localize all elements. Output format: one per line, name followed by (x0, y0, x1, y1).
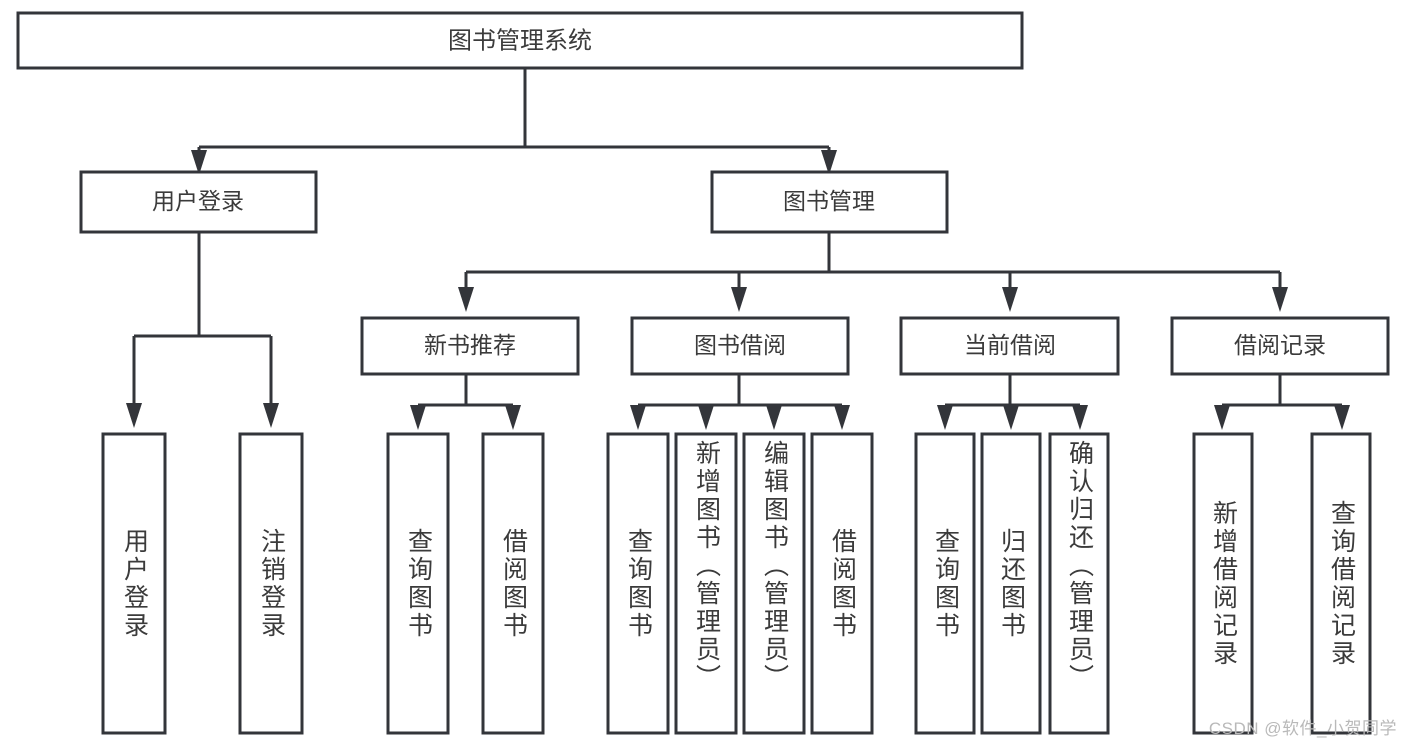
node-current-borrow[interactable]: 当前借阅 (899, 316, 1120, 376)
leaf-return-book-box[interactable] (980, 432, 1042, 735)
arrowhead-leaf-add-book (698, 405, 714, 430)
arrowhead-new-book-recommend (458, 287, 474, 312)
arrowhead-leaf-borrow-book-1 (505, 405, 521, 430)
arrowhead-leaf-edit-book (766, 405, 782, 430)
node-new-book-recommend[interactable]: 新书推荐 (360, 316, 580, 376)
node-book-borrow[interactable]: 图书借阅 (630, 316, 850, 376)
connector-group-borrow-record (1214, 374, 1350, 430)
connector-bookborrow-to-leaves (638, 374, 842, 407)
node-borrow-record-box[interactable] (1170, 316, 1390, 376)
arrowhead-leaf-query-book-1 (410, 405, 426, 430)
leaf-query-book-2-box[interactable] (606, 432, 670, 735)
connector-currentborrow-to-leaves (945, 374, 1080, 407)
connector-group-root (191, 68, 837, 175)
node-root-label: 图书管理系统 (448, 27, 592, 54)
connector-root-to-level2 (197, 68, 831, 162)
connector-group-book-management (458, 232, 1288, 312)
arrowhead-book-management (821, 150, 837, 175)
arrowhead-leaf-query-book-2 (630, 405, 646, 430)
leaf-boxes (101, 432, 1372, 735)
arrowhead-leaf-borrow-book-2 (834, 405, 850, 430)
connector-group-user-login (126, 232, 279, 428)
connector-group-current-borrow (937, 374, 1088, 430)
connector-bookmgmt-to-level3 (464, 232, 1282, 287)
watermark-text: CSDN @软件_小贺同学 (1208, 719, 1397, 738)
node-book-borrow-box[interactable] (630, 316, 850, 376)
node-borrow-record[interactable]: 借阅记录 (1170, 316, 1390, 376)
leaf-confirm-return-box[interactable] (1048, 432, 1110, 735)
node-root-box[interactable] (16, 11, 1024, 70)
arrowhead-leaf-query-book-3 (937, 405, 953, 430)
node-book-management-box[interactable] (710, 170, 949, 234)
node-book-management[interactable]: 图书管理 (710, 170, 949, 234)
leaf-edit-book-box[interactable] (742, 432, 806, 735)
node-user-login[interactable]: 用户登录 (79, 170, 318, 234)
leaf-borrow-book-1-box[interactable] (481, 432, 545, 735)
node-new-book-recommend-box[interactable] (360, 316, 580, 376)
connector-newbook-to-leaves (416, 374, 515, 410)
leaf-borrow-book-2-box[interactable] (810, 432, 874, 735)
arrowhead-leaf-add-record (1214, 405, 1230, 430)
leaf-logout-box[interactable] (238, 432, 304, 735)
node-new-book-recommend-label: 新书推荐 (424, 332, 516, 358)
node-borrow-record-label: 借阅记录 (1234, 332, 1326, 358)
leaf-query-book-1-box[interactable] (386, 432, 450, 735)
node-current-borrow-label: 当前借阅 (964, 332, 1056, 358)
node-book-management-label: 图书管理 (783, 188, 875, 214)
connector-group-book-borrow (630, 374, 850, 430)
leaf-user-login-box[interactable] (101, 432, 167, 735)
arrowhead-current-borrow (1002, 287, 1018, 312)
connector-group-new-book-recommend (410, 374, 521, 430)
node-root[interactable]: 图书管理系统 (16, 11, 1024, 70)
node-book-borrow-label: 图书借阅 (694, 332, 786, 358)
leaf-query-book-3-box[interactable] (914, 432, 976, 735)
arrowhead-borrow-record (1272, 287, 1288, 312)
leaf-add-record-box[interactable] (1192, 432, 1254, 735)
arrowhead-leaf-logout (263, 403, 279, 428)
connector-borrowrecord-to-leaves (1222, 374, 1342, 407)
leaf-add-book-box[interactable] (674, 432, 738, 735)
arrowhead-book-borrow (731, 287, 747, 312)
arrowhead-user-login (191, 150, 207, 175)
node-current-borrow-box[interactable] (899, 316, 1120, 376)
arrowhead-leaf-user-login (126, 403, 142, 428)
arrowhead-leaf-confirm-return (1072, 405, 1088, 430)
node-user-login-label: 用户登录 (152, 188, 244, 214)
arrowhead-leaf-query-record (1334, 405, 1350, 430)
node-user-login-box[interactable] (79, 170, 318, 234)
leaf-query-record-box[interactable] (1310, 432, 1372, 735)
connector-userlogin-to-leaves (132, 232, 273, 351)
arrowhead-leaf-return-book (1003, 405, 1019, 430)
connector-userlogin-drops (132, 336, 273, 405)
